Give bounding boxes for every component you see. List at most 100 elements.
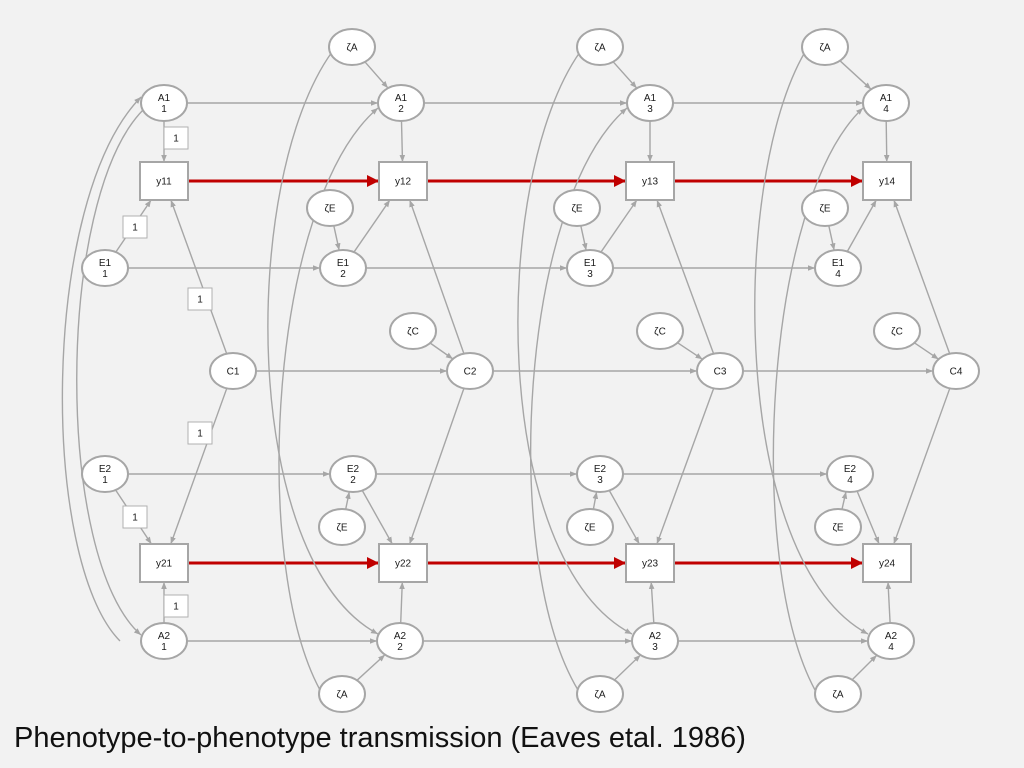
node-label: ζE bbox=[336, 523, 347, 534]
node-e2-4: E24 bbox=[826, 455, 874, 493]
node-label: E1 bbox=[99, 258, 112, 269]
latent-variable-ellipse bbox=[566, 249, 614, 287]
latent-variable-ellipse bbox=[576, 675, 624, 713]
node-c2: C2 bbox=[446, 352, 494, 390]
latent-variable-ellipse bbox=[862, 84, 910, 122]
edge-zc-2-to-c2 bbox=[429, 342, 454, 360]
latent-variable-ellipse bbox=[814, 675, 862, 713]
node-e1-4: E14 bbox=[814, 249, 862, 287]
node-label: y22 bbox=[395, 559, 412, 570]
edge-a1-1-to-a2-1 bbox=[76, 109, 144, 636]
edge-za-t4-to-a1-4 bbox=[839, 60, 872, 90]
latent-variable-ellipse bbox=[328, 28, 376, 66]
edge-a1-4-to-y14 bbox=[883, 120, 890, 163]
edge-za2-3-to-a1-3 bbox=[530, 107, 628, 691]
node-label: 3 bbox=[597, 475, 603, 486]
edge-a2-2-to-y22 bbox=[399, 581, 405, 624]
edge-za2-2-to-a2-2 bbox=[356, 654, 386, 681]
coefficient-box bbox=[187, 287, 213, 311]
node-label: E1 bbox=[337, 258, 350, 269]
node-y21: y21 bbox=[139, 543, 189, 583]
edges-layer bbox=[61, 51, 951, 691]
coefficient-text: 1 bbox=[132, 513, 138, 524]
edge-a2-1-to-a1-1 bbox=[61, 96, 142, 642]
latent-variable-ellipse bbox=[319, 249, 367, 287]
edge-ze2-2-to-e2-2 bbox=[345, 491, 351, 510]
edge-e2-3-to-y23 bbox=[608, 490, 640, 545]
latent-variable-ellipse bbox=[636, 312, 684, 350]
node-ze2-3: ζE bbox=[566, 508, 614, 546]
observed-variable-box bbox=[378, 543, 428, 583]
node-a2-3: A23 bbox=[631, 622, 679, 660]
latent-variable-ellipse bbox=[801, 28, 849, 66]
coefficient-box bbox=[122, 505, 148, 529]
node-label: A1 bbox=[644, 93, 657, 104]
node-c1: C1 bbox=[209, 352, 257, 390]
edge-e1-3-to-y13 bbox=[600, 199, 638, 253]
path-coefficient-pl-a2y21: 1 bbox=[163, 594, 189, 618]
node-e1-1: E11 bbox=[81, 249, 129, 287]
observed-variable-box bbox=[139, 543, 189, 583]
node-e1-3: E13 bbox=[566, 249, 614, 287]
edge-c1-to-y21 bbox=[170, 388, 228, 545]
coefficient-box bbox=[163, 126, 189, 150]
node-label: E2 bbox=[844, 464, 857, 475]
coefficient-text: 1 bbox=[173, 602, 179, 613]
node-label: ζE bbox=[819, 204, 830, 215]
edge-za-t4-to-a2-4 bbox=[754, 51, 869, 635]
edge-c3-to-y23 bbox=[656, 388, 715, 545]
node-y22: y22 bbox=[378, 543, 428, 583]
node-y23: y23 bbox=[625, 543, 675, 583]
node-ze1-4: ζE bbox=[801, 189, 849, 227]
edge-zc-3-to-c3 bbox=[677, 342, 703, 360]
coefficient-box bbox=[163, 594, 189, 618]
latent-variable-ellipse bbox=[576, 455, 624, 493]
node-zc-2: ζC bbox=[389, 312, 437, 350]
latent-variable-ellipse bbox=[932, 352, 980, 390]
node-label: 1 bbox=[161, 104, 167, 115]
edge-c2-to-y22 bbox=[408, 388, 465, 545]
node-label: y14 bbox=[879, 177, 896, 188]
node-label: ζE bbox=[584, 523, 595, 534]
node-label: ζC bbox=[891, 327, 903, 338]
node-label: E1 bbox=[584, 258, 597, 269]
coefficient-box bbox=[122, 215, 148, 239]
observed-variable-box bbox=[862, 161, 912, 201]
node-za-t2: ζA bbox=[328, 28, 376, 66]
edge-c4-to-y24 bbox=[893, 388, 951, 545]
latent-variable-ellipse bbox=[81, 249, 129, 287]
node-y14: y14 bbox=[862, 161, 912, 201]
node-label: C4 bbox=[950, 367, 963, 378]
edge-ze2-4-to-e2-4 bbox=[841, 491, 848, 510]
edge-zc-4-to-c4 bbox=[914, 342, 939, 360]
node-za2-4: ζA bbox=[814, 675, 862, 713]
edge-ze1-2-to-e1-2 bbox=[333, 225, 341, 251]
node-label: 3 bbox=[587, 269, 593, 280]
latent-variable-ellipse bbox=[306, 189, 354, 227]
edge-za2-3-to-a2-3 bbox=[614, 654, 641, 681]
latent-variable-ellipse bbox=[801, 189, 849, 227]
edge-c1-to-y11 bbox=[170, 199, 228, 354]
path-coefficient-pl-e2y21: 1 bbox=[122, 505, 148, 529]
node-label: 2 bbox=[350, 475, 356, 486]
latent-variable-ellipse bbox=[81, 455, 129, 493]
path-coefficient-pl-c1y11: 1 bbox=[187, 287, 213, 311]
node-label: 1 bbox=[102, 475, 108, 486]
edge-e1-2-to-y12 bbox=[353, 199, 391, 253]
latent-variable-ellipse bbox=[576, 28, 624, 66]
latent-variable-ellipse bbox=[209, 352, 257, 390]
latent-variable-ellipse bbox=[318, 508, 366, 546]
edge-a2-3-to-y23 bbox=[648, 581, 655, 624]
node-label: 4 bbox=[883, 104, 889, 115]
node-za2-2: ζA bbox=[318, 675, 366, 713]
latent-variable-ellipse bbox=[814, 508, 862, 546]
node-a2-4: A24 bbox=[867, 622, 915, 660]
node-ze2-4: ζE bbox=[814, 508, 862, 546]
node-a1-3: A13 bbox=[626, 84, 674, 122]
node-y13: y13 bbox=[625, 161, 675, 201]
coefficient-text: 1 bbox=[197, 295, 203, 306]
observed-variable-box bbox=[378, 161, 428, 201]
node-label: A2 bbox=[649, 631, 662, 642]
node-label: 2 bbox=[398, 104, 404, 115]
